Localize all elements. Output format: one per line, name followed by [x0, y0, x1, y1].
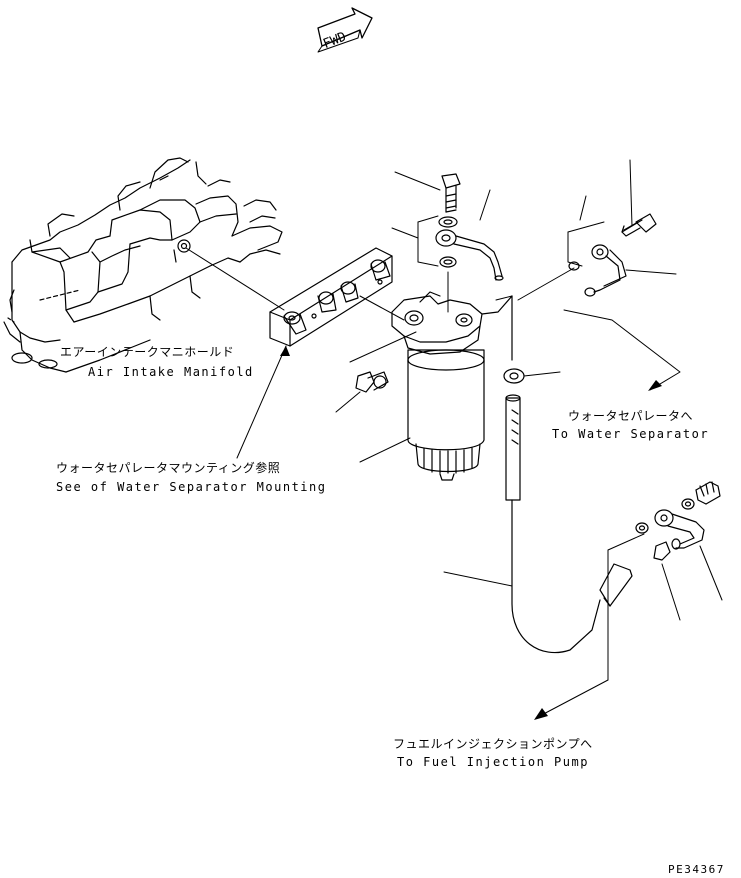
hose-clip: [503, 368, 525, 384]
manifold-leader-line: [185, 247, 285, 311]
fuel-pump-label-jp: フュエルインジェクションポンプへ: [393, 737, 593, 751]
upper-right-fitting: [568, 213, 657, 297]
air-intake-label-en: Air Intake Manifold: [88, 365, 254, 379]
filter-head: [391, 291, 513, 355]
side-bolt: [355, 371, 389, 393]
filter-body: [407, 349, 485, 481]
fwd-arrow-icon: FWD: [317, 7, 373, 53]
fuel-pump-label-en: To Fuel Injection Pump: [397, 755, 589, 769]
air-intake-manifold-drawing: [3, 157, 283, 373]
mounting-label-en: See of Water Separator Mounting: [56, 480, 327, 494]
mounting-leader-line: [236, 345, 287, 459]
air-intake-label-jp: エアーインテークマニホールド: [60, 345, 235, 359]
water-separator-label-en: To Water Separator: [552, 427, 710, 441]
fwd-label: FWD: [321, 29, 349, 52]
eye-joint: [435, 229, 457, 247]
washer-2: [439, 256, 457, 268]
water-separator-label-jp: ウォータセパレータへ: [568, 409, 694, 423]
mounting-bracket: [269, 247, 393, 347]
fuel-hose: [511, 499, 601, 654]
washer-1: [438, 216, 458, 228]
vertical-hose: [503, 295, 525, 501]
drawing-code: PE34367: [668, 863, 725, 876]
mounting-label-jp: ウォータセパレータマウンティング参照: [56, 461, 281, 475]
lower-right-fitting: [599, 481, 721, 607]
top-bolt: [441, 173, 461, 213]
